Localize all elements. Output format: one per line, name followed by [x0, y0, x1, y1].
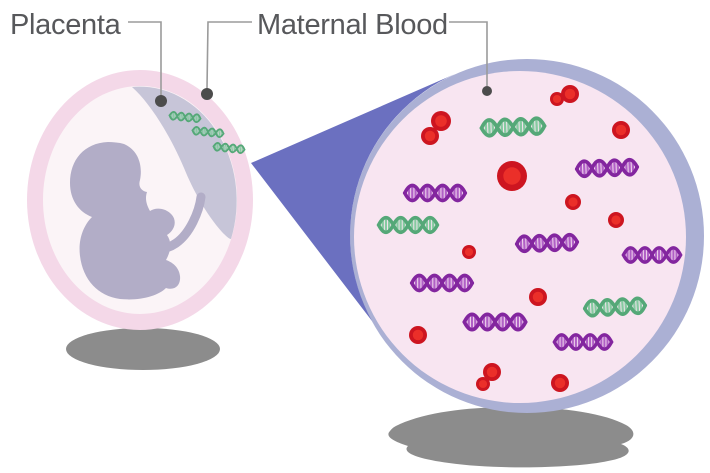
- placenta-pointer-dot: [155, 95, 167, 107]
- fetus-silhouette: [70, 142, 181, 300]
- maternal-blood-pointer-right-line: [449, 21, 488, 86]
- maternal-blood-pointer-left-dot: [201, 88, 213, 100]
- maternal-blood-pointer-right: [449, 21, 492, 96]
- magnifier: [251, 59, 704, 468]
- placenta-pointer: [128, 21, 167, 107]
- pointers-group: [128, 21, 492, 107]
- blood-cells-group: [409, 85, 630, 392]
- red-blood-cell: [409, 326, 427, 344]
- red-blood-cell: [497, 161, 527, 191]
- magnifier-cone: [251, 74, 455, 321]
- red-blood-cell: [551, 374, 569, 392]
- red-blood-cell: [476, 377, 490, 391]
- womb-shadow: [66, 328, 220, 370]
- magnifier-shadow: [388, 407, 634, 468]
- placenta-pointer-line: [128, 21, 162, 95]
- red-blood-cell: [550, 92, 564, 106]
- red-blood-cell: [612, 121, 630, 139]
- womb-illustration: [27, 70, 253, 370]
- placenta-region: [132, 86, 237, 239]
- red-blood-cell: [561, 85, 579, 103]
- maternal-blood-pointer-left: [201, 21, 252, 100]
- maternal-blood-pointer-left-line: [206, 21, 252, 89]
- red-blood-cell: [565, 194, 581, 210]
- maternal-blood-pointer-right-dot: [482, 86, 492, 96]
- red-blood-cell: [483, 363, 501, 381]
- red-blood-cell: [608, 212, 624, 228]
- maternal-blood-label: Maternal Blood: [257, 9, 448, 41]
- red-blood-cell: [421, 127, 439, 145]
- red-blood-cell: [462, 245, 476, 259]
- red-blood-cell: [529, 288, 547, 306]
- red-blood-cell: [431, 111, 451, 131]
- placenta-label: Placenta: [10, 9, 122, 41]
